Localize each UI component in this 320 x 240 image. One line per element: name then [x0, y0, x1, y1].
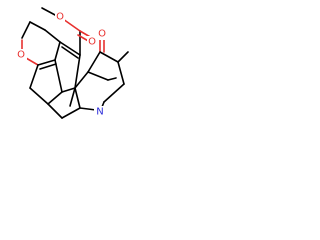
bond-pyran-o-2 [25, 57, 39, 66]
bond-lines [21, 7, 129, 119]
bond-hept-3 [47, 91, 63, 105]
ester-oxygen-atom: O [55, 11, 65, 23]
bond-hept-4 [54, 59, 63, 93]
bond-ester-o-carbon [62, 18, 81, 32]
bond-right-3 [103, 83, 125, 103]
bond-pyran-2 [21, 21, 31, 39]
molecule-structure: O O O O N [16, 7, 129, 119]
bond-core-3 [74, 71, 89, 89]
bond-right-4 [87, 71, 109, 81]
bond-core-4 [74, 87, 81, 109]
bond-right-2 [117, 61, 125, 85]
bond-right-5 [107, 77, 117, 81]
ketone-oxygen-atom: O [97, 28, 107, 40]
bond-pyran-double-b [39, 63, 57, 70]
bond-hept-1 [29, 64, 39, 89]
bond-vinyl-1 [59, 41, 81, 56]
bond-pyran-1 [29, 21, 46, 31]
bond-methyl-core [69, 87, 76, 107]
ester-oxygen-label: O [56, 12, 64, 23]
bond-vinyl-2 [61, 46, 79, 59]
bond-ketone-carbon [87, 51, 101, 73]
bond-core-1 [61, 87, 76, 93]
bond-methyl-ester [41, 7, 58, 17]
nitrogen-atom: N [94, 106, 106, 118]
ketone-oxygen-label: O [98, 29, 106, 40]
bond-pyran-3 [44, 29, 61, 43]
bond-hept-2 [29, 87, 49, 105]
bond-pyran-double-a [37, 59, 56, 66]
bond-n-1 [79, 107, 97, 111]
ring-oxygen-label: O [17, 50, 25, 61]
ring-oxygen-atom: O [16, 49, 27, 61]
bond-core-2 [74, 54, 81, 89]
bond-pyran-4 [54, 41, 61, 61]
bond-ketone-ring [99, 51, 119, 63]
bond-n-3 [47, 103, 63, 119]
carbonyl-oxygen-atom: O [87, 36, 97, 48]
bond-right-1 [117, 51, 129, 63]
carbonyl-oxygen-label: O [88, 37, 96, 48]
bond-n-4 [61, 107, 81, 119]
nitrogen-label: N [96, 107, 103, 118]
